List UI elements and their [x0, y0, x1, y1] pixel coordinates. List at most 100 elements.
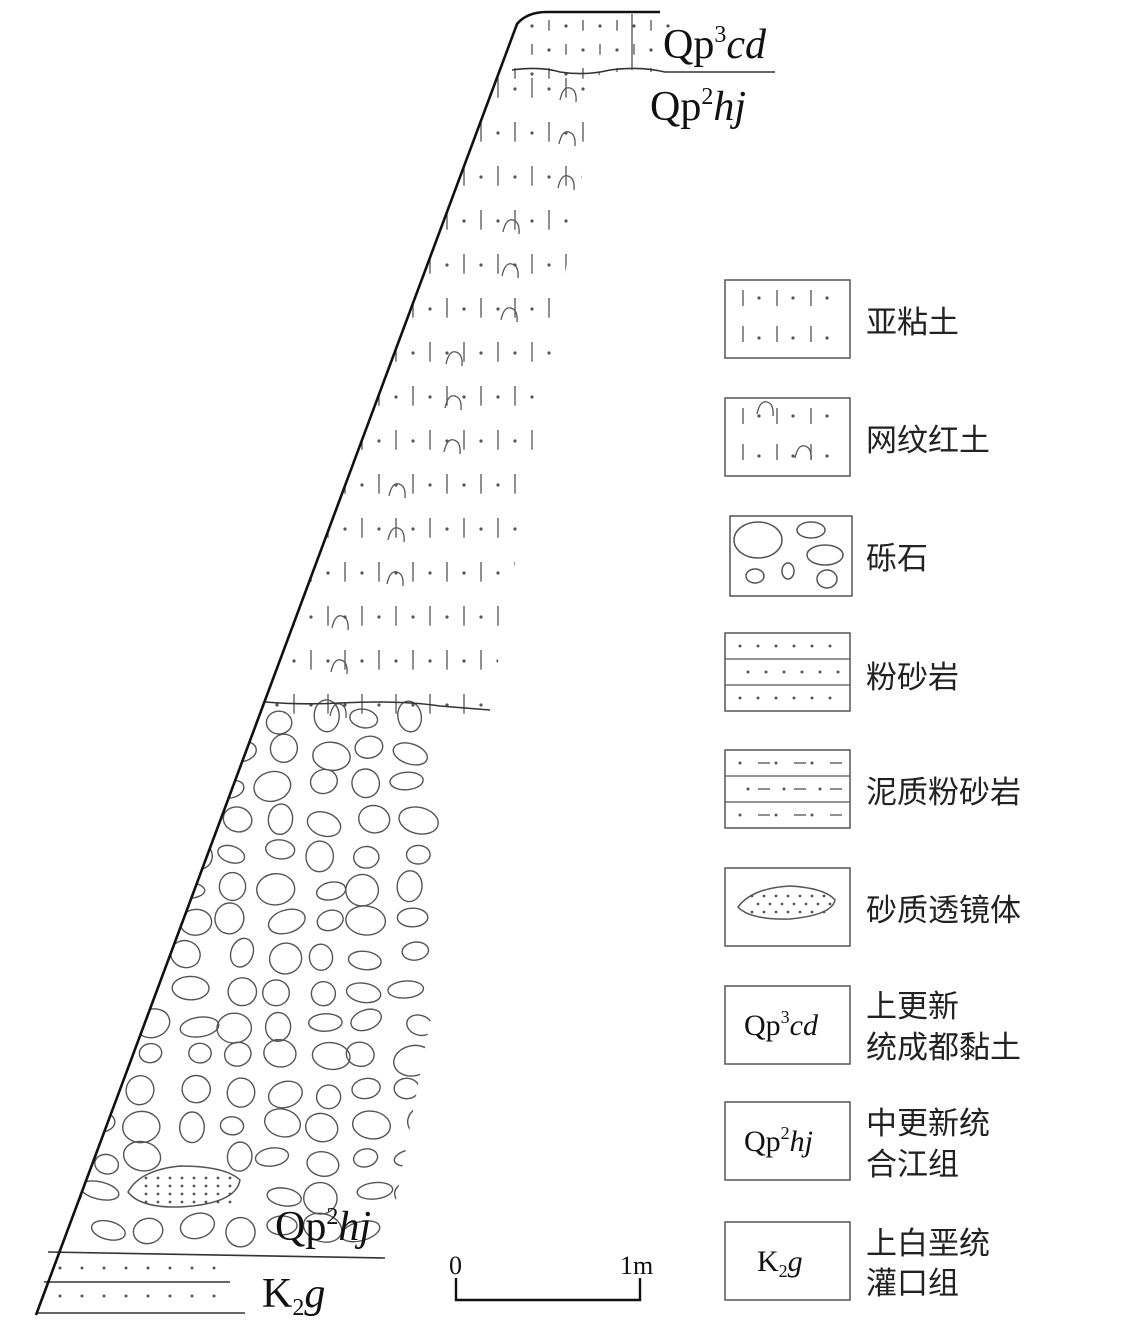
red-clay-dot: [343, 527, 347, 531]
lens-dot: [156, 1192, 160, 1196]
red-clay-dot: [275, 527, 279, 531]
gravel-clast: [311, 1041, 351, 1071]
red-clay-dot: [462, 659, 466, 663]
lens-dot: [156, 1184, 160, 1188]
red-clay-dot: [632, 659, 636, 663]
red-clay-dot: [632, 571, 636, 575]
gravel-clast: [267, 908, 306, 935]
red-clay-dot: [394, 395, 398, 399]
gravel-clast: [138, 1042, 163, 1064]
scale-end-label: 1m: [620, 1251, 653, 1280]
gravel-clast: [392, 1218, 417, 1244]
gravel-clast: [136, 910, 162, 935]
gravel-clast: [264, 1011, 292, 1042]
red-clay-dot: [411, 439, 415, 443]
legend-lens-dot: [750, 910, 754, 914]
legend-label-siltstone: 粉砂岩: [866, 660, 959, 696]
gravel-clast: [219, 1116, 245, 1136]
gravel-clast: [393, 1044, 434, 1077]
silty-clay-dot: [564, 24, 568, 28]
legend-lens-dot: [810, 910, 814, 914]
scale-start-label: 0: [449, 1251, 462, 1280]
gravel-clast: [387, 980, 425, 999]
red-clay-dot: [547, 527, 551, 531]
legend-dot: [825, 414, 829, 418]
red-clay-dot: [496, 483, 500, 487]
gravel-clast: [401, 941, 430, 961]
red-clay-dot: [394, 659, 398, 663]
sandy-lens-dots: [750, 894, 832, 914]
lens-dot: [168, 1192, 172, 1196]
legend-item-qp3cd: Qp3cd 上更新 统成都黏土: [724, 985, 1021, 1066]
red-clay-dot: [309, 351, 313, 355]
legend-lens-dot: [792, 902, 796, 906]
legend-item-siltstone: 粉砂岩: [724, 632, 959, 712]
gravel-clast: [217, 844, 246, 864]
red-clay-dot: [598, 131, 602, 135]
gravel-clast: [304, 1112, 339, 1143]
gravel-clast: [354, 735, 384, 759]
legend-label-qp3cd-line2: 统成都黏土: [866, 1030, 1021, 1066]
gravel-clast: [305, 840, 335, 873]
red-clay-dot: [377, 527, 381, 531]
gravel-clast: [95, 742, 121, 765]
legend-dot: [756, 644, 760, 648]
legend-dot: [757, 336, 761, 340]
legend-lens-dot: [756, 902, 760, 906]
red-clay-dot: [445, 615, 449, 619]
gravel-clast: [223, 1041, 252, 1067]
red-clay-dot: [649, 175, 653, 179]
red-clay-dot: [360, 571, 364, 575]
gravel-clast: [345, 982, 382, 1004]
siltstone-dot: [124, 1294, 128, 1298]
legend-item-silty-clay: 亚粘土: [724, 279, 959, 359]
gravel-clast: [122, 1110, 161, 1144]
red-clay-dot: [462, 483, 466, 487]
gravel-clast: [171, 975, 210, 1001]
red-clay-dot: [326, 307, 330, 311]
legend-label-gravel: 砾石: [866, 541, 928, 577]
gravel-clast: [253, 770, 292, 803]
gravel-clast: [266, 1215, 298, 1236]
gravel-clast: [356, 1181, 394, 1200]
gravel-clast: [210, 696, 251, 731]
lens-dot: [228, 1192, 232, 1196]
red-clay-dot: [581, 263, 585, 267]
red-clay-dot: [649, 263, 653, 267]
red-clay-dot: [496, 659, 500, 663]
gravel-clast: [308, 1013, 343, 1032]
legend-lens-dot: [750, 894, 754, 898]
gravel-clast: [174, 706, 201, 733]
silty-clay-dot: [598, 24, 602, 28]
siltstone-dot: [80, 1294, 84, 1298]
section-patterns: [36, 20, 670, 1298]
legend-dot: [738, 761, 742, 765]
legend-dot: [782, 670, 786, 674]
red-clay-dot: [326, 483, 330, 487]
gravel-clast: [83, 843, 121, 870]
legend-dot: [738, 813, 742, 817]
red-clay-dot: [581, 351, 585, 355]
gravel-clast: [92, 772, 132, 800]
legend-lens-dot: [822, 894, 826, 898]
siltstone-dot: [124, 1266, 128, 1270]
gravel-clast: [51, 1178, 83, 1207]
gravel-clast: [358, 804, 391, 834]
legend: 亚粘土 网纹红土 砾石 粉砂岩 泥质粉: [724, 279, 1021, 1302]
red-clay-dot: [428, 307, 432, 311]
silty-clay-dot: [666, 24, 670, 28]
red-clay-dot: [411, 175, 415, 179]
gravel-clast: [47, 707, 73, 730]
legend-lens-dot: [798, 894, 802, 898]
gravel-clast: [181, 1074, 211, 1104]
red-clay-dot: [479, 615, 483, 619]
gravel-clast: [218, 871, 247, 902]
red-clay-dot: [445, 527, 449, 531]
lens-dot: [204, 1192, 208, 1196]
gravel-clast: [225, 1216, 256, 1248]
lens-dot: [216, 1184, 220, 1188]
boundary-gravel-bedrock: [47, 1251, 386, 1259]
red-clay-dot: [632, 395, 636, 399]
red-clay-dot: [615, 439, 619, 443]
